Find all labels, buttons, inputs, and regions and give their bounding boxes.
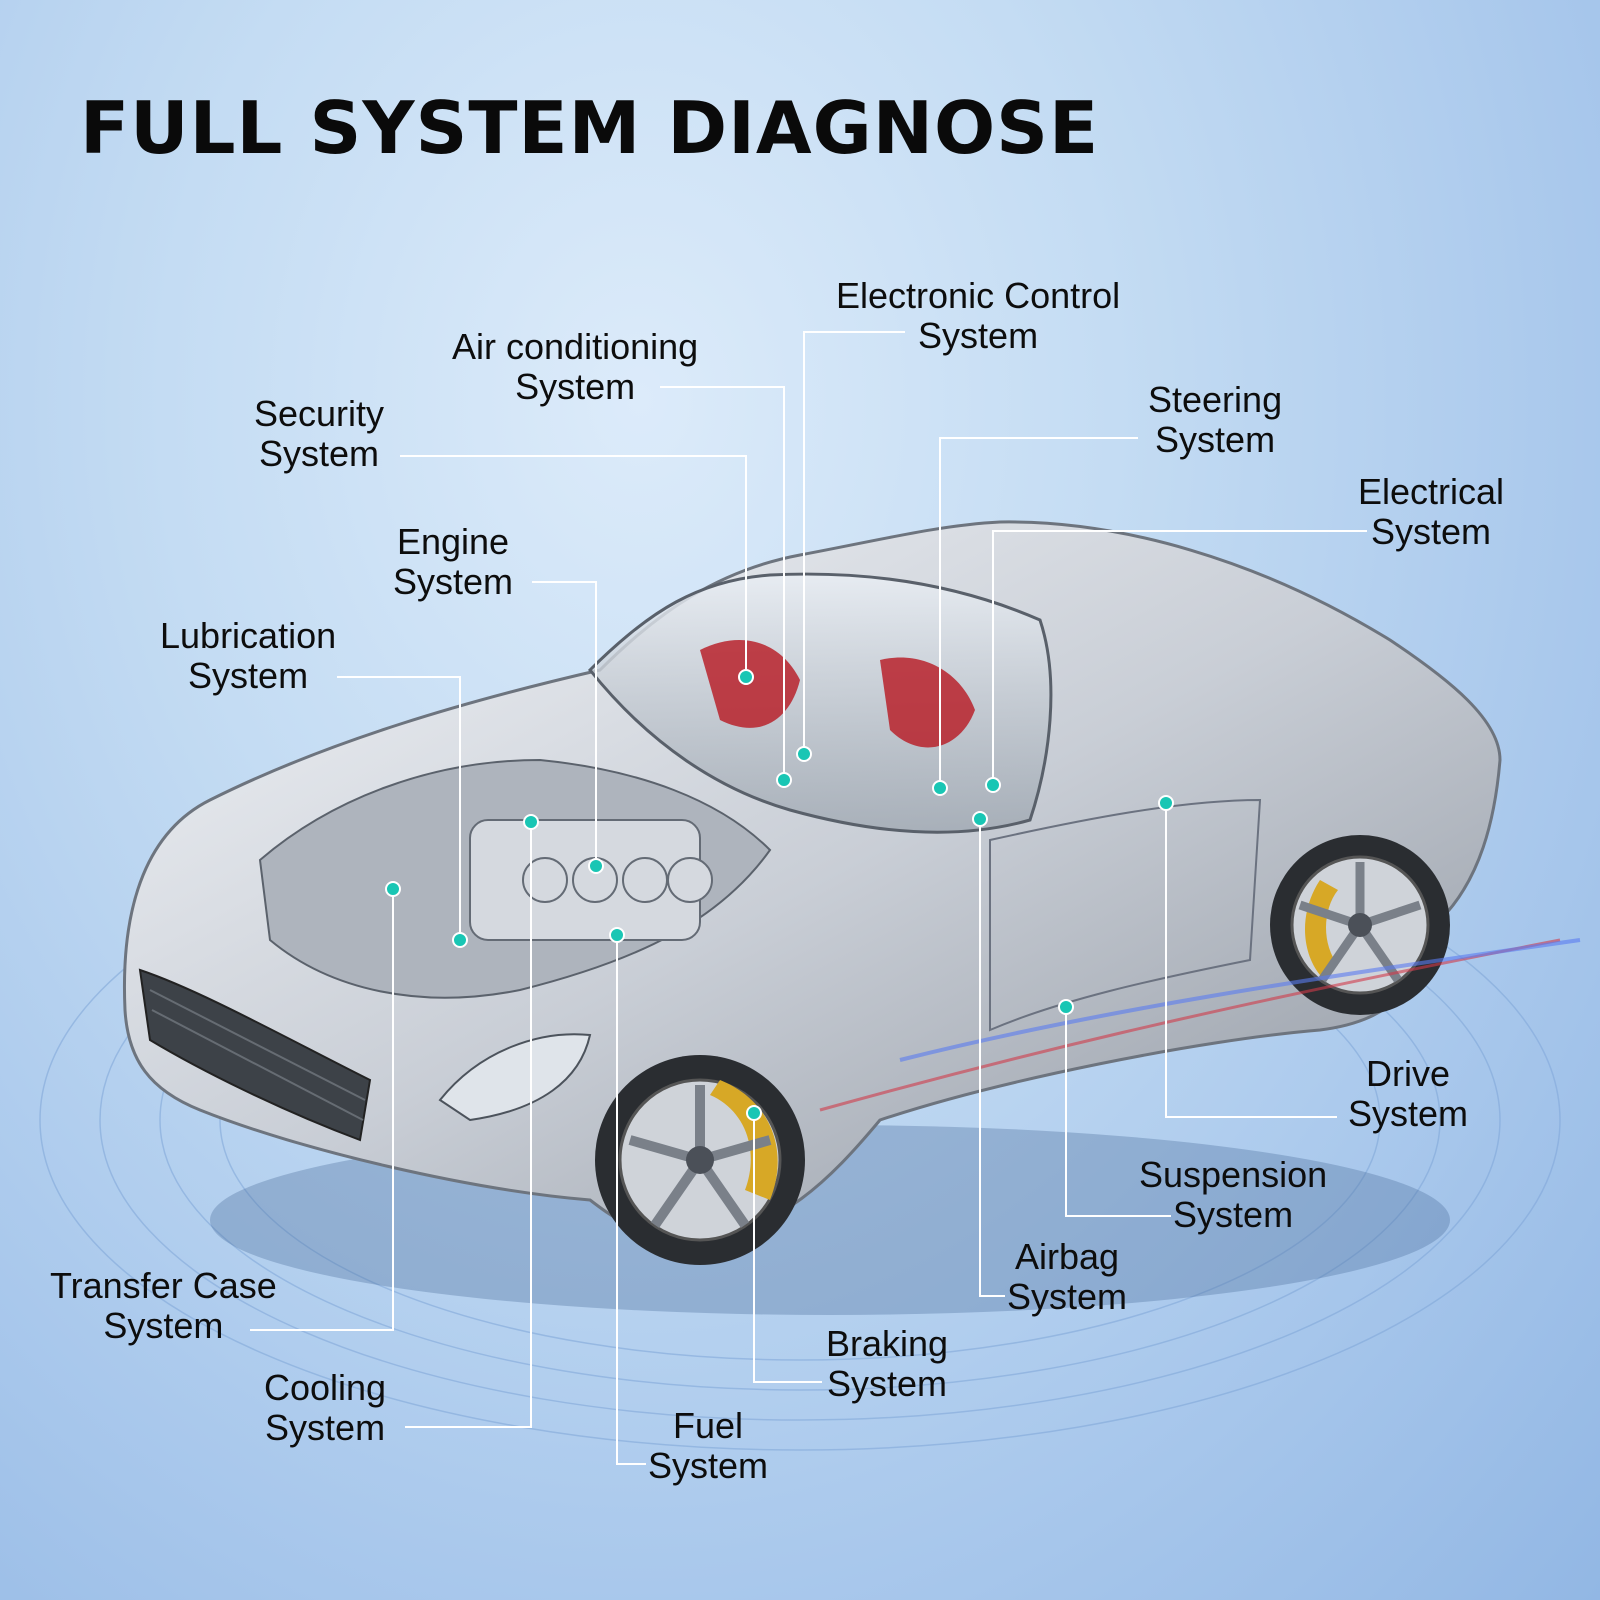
label-security: Security System <box>254 394 384 474</box>
label-line: System <box>259 433 380 474</box>
grille-bars <box>149 989 366 1121</box>
callout-line-engine <box>532 581 597 866</box>
light-streak <box>819 938 1561 1112</box>
label-line: System <box>1371 511 1492 552</box>
label-lubrication: Lubrication System <box>160 616 336 696</box>
label-engine: Engine System <box>393 522 513 602</box>
label-line: Airbag <box>1014 1236 1120 1277</box>
callout-line-drive <box>1165 803 1337 1118</box>
windshield <box>587 572 1053 834</box>
label-line: System <box>1348 1093 1469 1134</box>
label-line: System <box>827 1363 948 1404</box>
label-line: System <box>648 1445 769 1486</box>
label-airbag: Airbag System <box>1007 1237 1127 1317</box>
label-line: Steering <box>1148 379 1283 420</box>
label-line: System <box>393 561 514 602</box>
callout-line-cooling <box>405 822 532 1428</box>
label-suspension: Suspension System <box>1139 1155 1327 1235</box>
label-line: Electrical <box>1358 471 1505 512</box>
engine-block <box>469 819 713 941</box>
label-line: System <box>103 1305 224 1346</box>
callout-line-air-conditioning <box>660 386 785 780</box>
label-line: System <box>918 315 1039 356</box>
label-line: Security <box>254 393 385 434</box>
callout-line-security <box>400 455 747 677</box>
label-line: System <box>1155 419 1276 460</box>
callout-line-braking <box>753 1113 822 1383</box>
label-line: Air conditioning <box>452 326 699 367</box>
callout-dot-security <box>738 669 754 685</box>
callout-line-transfer-case <box>250 889 394 1331</box>
callout-line-suspension <box>1065 1007 1171 1217</box>
callout-dot-airbag <box>972 811 988 827</box>
callout-dot-electrical <box>985 777 1001 793</box>
callout-line-steering <box>939 437 1138 788</box>
label-line: Transfer Case <box>50 1265 277 1306</box>
callout-line-electrical <box>992 530 1367 785</box>
label-line: System <box>1173 1194 1294 1235</box>
callout-lines <box>250 331 1367 1465</box>
callout-dot-steering <box>932 780 948 796</box>
callout-dot-suspension <box>1058 999 1074 1015</box>
label-cooling: Cooling System <box>264 1368 386 1448</box>
front-grille <box>138 968 372 1142</box>
label-drive: Drive System <box>1348 1054 1468 1134</box>
headlight <box>438 1033 592 1122</box>
label-transfer-case: Transfer Case System <box>50 1266 277 1346</box>
page-title: FULL SYSTEM DIAGNOSE <box>80 86 1100 170</box>
label-electronic-control: Electronic Control System <box>836 276 1120 356</box>
brake-caliper <box>710 1080 778 1200</box>
door-panel <box>989 798 1262 1032</box>
callout-line-lubrication <box>337 676 461 940</box>
callout-dot-electronic-control <box>796 746 812 762</box>
callout-dot-lubrication <box>452 932 468 948</box>
rear-wheel <box>1270 835 1450 1015</box>
callout-dots <box>385 669 1174 1121</box>
label-line: Braking <box>826 1323 949 1364</box>
label-line: Engine <box>396 521 510 562</box>
label-line: Electronic Control <box>836 275 1121 316</box>
label-line: System <box>265 1407 386 1448</box>
front-wheel <box>595 1055 805 1265</box>
callout-dot-drive <box>1158 795 1174 811</box>
callout-dot-cooling <box>523 814 539 830</box>
callout-line-airbag <box>979 819 1005 1297</box>
callout-line-electronic-control <box>803 331 905 754</box>
label-braking: Braking System <box>826 1324 948 1404</box>
callout-dot-engine <box>588 858 604 874</box>
label-line: System <box>515 366 636 407</box>
callout-line-fuel <box>616 935 646 1465</box>
label-line: Lubrication <box>160 615 337 656</box>
red-seat <box>880 657 975 748</box>
label-air-conditioning: Air conditioning System <box>452 327 698 407</box>
label-steering: Steering System <box>1148 380 1282 460</box>
label-line: System <box>188 655 309 696</box>
label-line: Drive <box>1366 1053 1451 1094</box>
label-line: System <box>1007 1276 1128 1317</box>
label-line: Suspension <box>1139 1154 1328 1195</box>
label-line: Fuel <box>673 1405 744 1446</box>
callout-dot-air-conditioning <box>776 772 792 788</box>
label-electrical: Electrical System <box>1358 472 1504 552</box>
callout-dot-transfer-case <box>385 881 401 897</box>
callout-dot-braking <box>746 1105 762 1121</box>
callout-dot-fuel <box>609 927 625 943</box>
label-line: Cooling <box>264 1367 387 1408</box>
label-fuel: Fuel System <box>648 1406 768 1486</box>
